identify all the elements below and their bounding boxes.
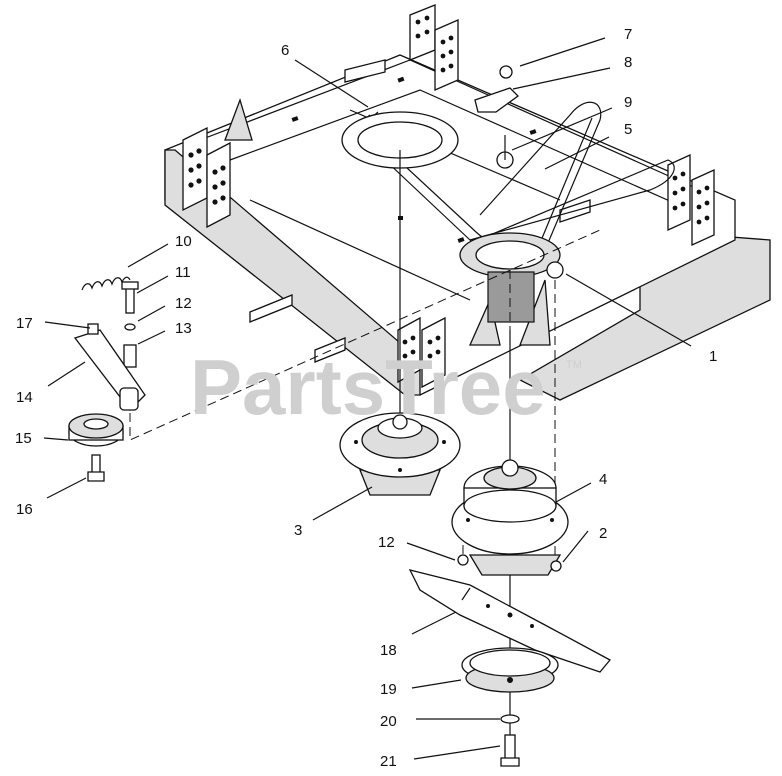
leader-lines xyxy=(43,37,692,760)
height-adjust-brackets xyxy=(182,4,715,389)
callout-7: 7 xyxy=(624,26,632,43)
carriage-bolt xyxy=(125,286,135,314)
watermark: PartsTree xyxy=(190,343,546,431)
mower-blade xyxy=(408,569,612,673)
idler-pulley-assembly xyxy=(68,276,146,482)
washer xyxy=(457,554,469,566)
idler-bracket xyxy=(474,87,519,113)
callout-15: 15 xyxy=(15,430,32,447)
blade-bolt xyxy=(504,734,516,760)
callout-19: 19 xyxy=(380,681,397,698)
callout-4: 4 xyxy=(599,471,607,488)
blade-hardware xyxy=(461,647,559,767)
callout-21: 21 xyxy=(380,753,397,770)
callout-1: 1 xyxy=(709,348,717,365)
callout-12b: 12 xyxy=(378,534,395,551)
pulley-bolt xyxy=(91,454,101,474)
callout-13: 13 xyxy=(175,320,192,337)
callout-2: 2 xyxy=(599,525,607,542)
callout-18: 18 xyxy=(380,642,397,659)
callout-11: 11 xyxy=(175,264,191,281)
alignment-lines xyxy=(129,150,601,740)
right-spindle-assembly xyxy=(451,459,569,576)
callout-14: 14 xyxy=(16,389,33,406)
callout-9: 9 xyxy=(624,94,632,111)
callout-16: 16 xyxy=(16,501,33,518)
pivot-bolt xyxy=(546,261,564,279)
deck-spindle-mounts xyxy=(341,111,561,323)
spacer xyxy=(123,344,137,368)
callout-12a: 12 xyxy=(175,295,192,312)
callout-3: 3 xyxy=(294,522,302,539)
callout-5: 5 xyxy=(624,121,632,138)
spring-washer xyxy=(500,714,520,724)
lock-nut xyxy=(550,560,562,572)
callout-6: 6 xyxy=(281,42,289,59)
callout-numbers: 1 2 3 4 5 6 7 8 9 10 11 12 12 13 14 15 1… xyxy=(15,26,717,770)
left-spindle-assembly xyxy=(339,412,461,496)
callout-8: 8 xyxy=(624,54,632,71)
idler-bracket-assembly xyxy=(474,65,564,279)
callout-10: 10 xyxy=(175,233,192,250)
callout-17: 17 xyxy=(16,315,33,332)
nut xyxy=(499,65,513,79)
watermark-tm: TM xyxy=(566,359,582,371)
callout-20: 20 xyxy=(380,713,397,730)
extension-spring xyxy=(81,276,131,291)
